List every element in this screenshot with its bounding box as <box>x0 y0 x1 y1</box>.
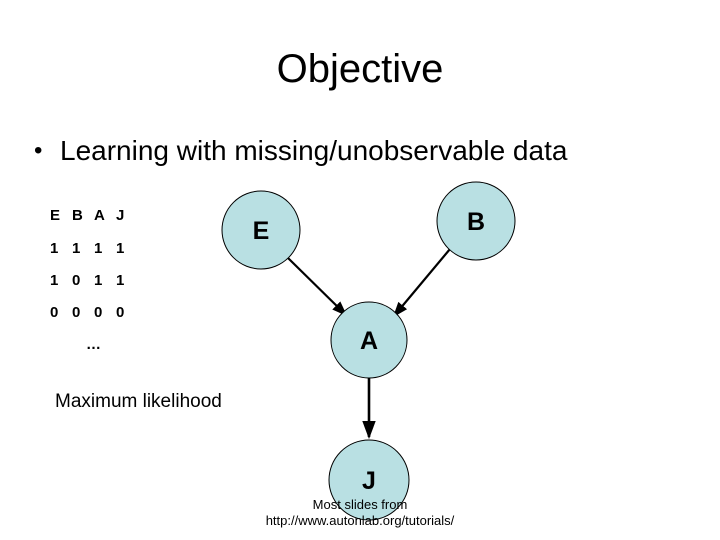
footer-credit-line-1: Most slides from <box>312 497 408 512</box>
edge-e-to-a <box>287 257 348 317</box>
column-header-a: A <box>94 207 105 224</box>
table-row: 1 1 1 1 <box>50 241 138 273</box>
table-cell: 1 <box>50 240 59 257</box>
bullet-marker-icon: • <box>34 137 43 164</box>
node-j-label: J <box>362 467 376 495</box>
footer-credit: Most slides from http://www.autonlab.org… <box>0 497 720 529</box>
table-cell: 1 <box>50 272 59 289</box>
table-cell: 1 <box>116 240 125 257</box>
node-b[interactable]: B <box>436 181 516 261</box>
node-e-label: E <box>253 217 270 245</box>
node-a[interactable]: A <box>330 301 408 379</box>
node-j[interactable]: J <box>328 439 410 521</box>
table-ellipsis-row: … <box>50 337 138 352</box>
table: E B A J 1 1 1 1 1 0 1 1 0 <box>50 208 138 352</box>
table-cell: 0 <box>50 304 59 321</box>
node-a-label: A <box>360 327 378 355</box>
footer-credit-url[interactable]: http://www.autonlab.org/tutorials/ <box>265 513 455 528</box>
page-title: Objective <box>276 47 444 91</box>
table-cell: 1 <box>94 272 103 289</box>
bullet-item-label: Learning with missing/unobservable data <box>60 135 568 166</box>
column-header-j: J <box>116 207 125 224</box>
table-cell: 0 <box>72 304 81 321</box>
table-cell: 0 <box>94 304 103 321</box>
node-e-circle[interactable] <box>221 190 301 270</box>
bullet-list-item: • Learning with missing/unobservable dat… <box>34 134 694 168</box>
table-cell: 0 <box>72 272 81 289</box>
maximum-likelihood-caption: Maximum likelihood <box>55 391 222 412</box>
column-header-b: B <box>72 207 83 224</box>
node-b-circle[interactable] <box>436 181 516 261</box>
node-e[interactable]: E <box>221 190 301 270</box>
table-header-row: E B A J <box>50 208 138 241</box>
graph-nodes: E B A J <box>221 181 516 521</box>
dataset-table: E B A J 1 1 1 1 1 0 1 1 0 <box>50 208 138 352</box>
node-j-circle[interactable] <box>328 439 410 521</box>
edge-b-to-a <box>392 248 451 318</box>
table-cell: 1 <box>116 272 125 289</box>
table-cell: 1 <box>72 240 81 257</box>
table-row: 1 0 1 1 <box>50 273 138 305</box>
node-b-label: B <box>467 208 485 236</box>
node-a-circle[interactable] <box>330 301 408 379</box>
column-header-e: E <box>50 207 61 224</box>
table-ellipsis: … <box>86 336 102 353</box>
table-row: 0 0 0 0 <box>50 305 138 337</box>
table-cell: 0 <box>116 304 125 321</box>
table-cell: 1 <box>94 240 103 257</box>
graph-edges <box>287 248 451 440</box>
